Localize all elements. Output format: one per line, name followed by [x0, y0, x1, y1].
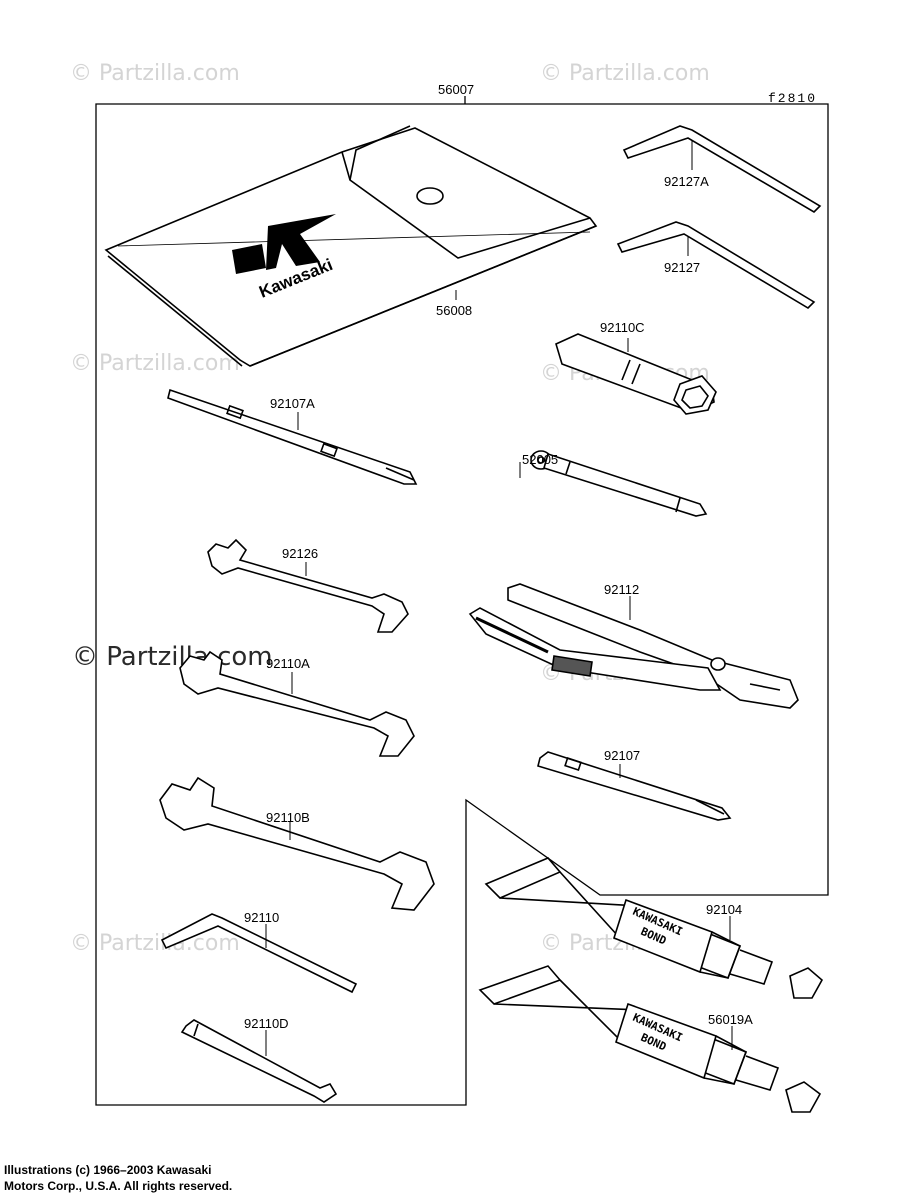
wrench-92110B	[159, 776, 435, 911]
label-92112: 92112	[604, 582, 639, 597]
box-wrench-92110C	[555, 333, 717, 415]
label-92127A: 92127A	[664, 174, 709, 189]
bond-tube-92104	[484, 857, 824, 999]
watermark: © Partzilla.com	[70, 61, 240, 86]
copyright-notice: Illustrations (c) 1966–2003 Kawasaki Mot…	[4, 1162, 232, 1194]
pliers-92112	[468, 583, 799, 709]
watermark: © Partzilla.com	[70, 931, 240, 956]
label-92127: 92127	[664, 260, 700, 275]
label-52005: 52005	[522, 452, 558, 467]
label-56007: 56007	[438, 82, 474, 97]
tool-pouch	[104, 125, 598, 367]
screwdriver-92107A	[167, 388, 418, 485]
label-92110A: 92110A	[266, 656, 310, 671]
screwdriver-92107	[537, 751, 732, 821]
copyright-line-1: Illustrations (c) 1966–2003 Kawasaki	[4, 1163, 212, 1177]
label-92110C: 92110C	[600, 320, 645, 335]
hex-key-92127A	[622, 125, 822, 214]
watermark-main: © Partzilla.com	[72, 642, 273, 672]
screwdriver-handle-52005	[530, 450, 708, 517]
bond-tube-56019A	[478, 965, 822, 1113]
label-56019A: 56019A	[708, 1012, 753, 1027]
label-92110: 92110	[244, 910, 279, 925]
wrench-92126	[207, 538, 409, 633]
copyright-line-2: Motors Corp., U.S.A. All rights reserved…	[4, 1179, 233, 1193]
label-92126: 92126	[282, 546, 318, 561]
label-92107: 92107	[604, 748, 640, 763]
label-92110D: 92110D	[244, 1016, 289, 1031]
figure-code: f2810	[768, 91, 817, 106]
hex-key-92110	[160, 913, 358, 994]
wrench-92110A	[179, 650, 415, 757]
label-92107A: 92107A	[270, 396, 315, 411]
label-56008: 56008	[436, 303, 472, 318]
spoke-wrench-92110D	[180, 1019, 338, 1103]
label-92110B: 92110B	[266, 810, 310, 825]
label-92104: 92104	[706, 902, 742, 917]
watermark: © Partzilla.com	[540, 61, 710, 86]
watermark: © Partzilla.com	[70, 351, 240, 376]
kit-frame	[95, 96, 829, 1106]
hex-key-92127	[616, 221, 816, 310]
